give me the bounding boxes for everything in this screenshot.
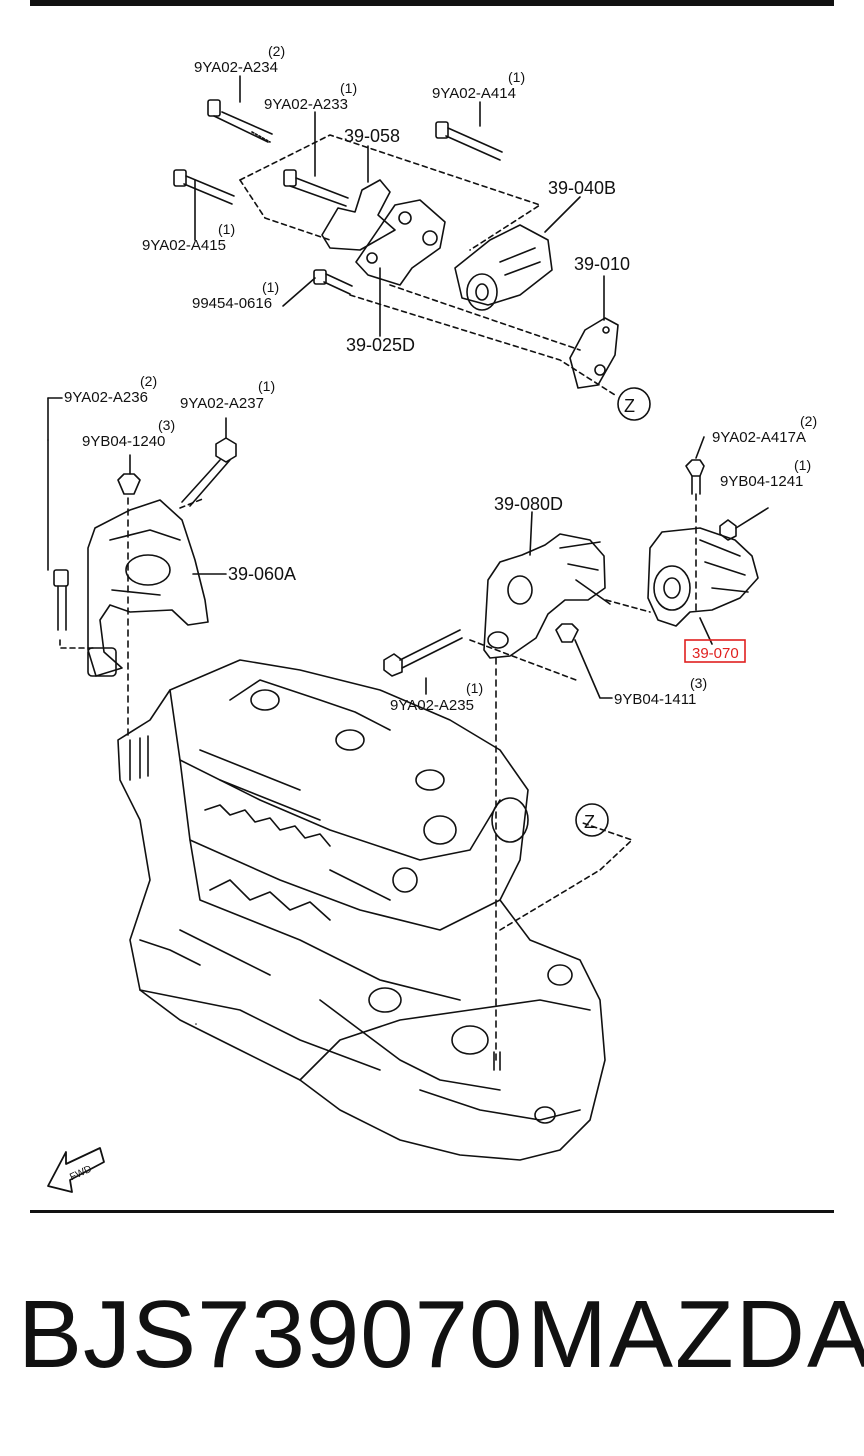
mount-39-070 [647, 527, 759, 627]
bolt-a417a [685, 459, 705, 495]
bolt-a415 [173, 169, 235, 205]
nut-99454-0616 [313, 269, 353, 295]
part-number: BJS739070 [18, 1281, 524, 1388]
nut-9yb04-1240 [117, 473, 141, 495]
qty-a237: (1) [258, 378, 275, 394]
qty-a417a: (2) [800, 413, 817, 429]
bracket-39-010 [569, 317, 619, 389]
brand-name: MAZDA [527, 1281, 864, 1388]
callout-39-080D: 39-080D [494, 494, 563, 514]
bolt-a235 [383, 629, 463, 677]
callout-a417a: 9YA02-A417A [712, 429, 806, 446]
qty-a234: (2) [268, 43, 285, 59]
callout-39-058: 39-058 [344, 126, 400, 146]
bolt-a233 [283, 169, 349, 207]
bolt-a236 [53, 569, 69, 631]
qty-b1411: (3) [690, 675, 707, 691]
forward-direction-arrow [47, 1147, 105, 1193]
callout-a233: 9YA02-A233 [264, 96, 348, 113]
z-reference-marker-2 [575, 803, 609, 837]
callout-39-040B: 39-040B [548, 178, 616, 198]
callout-b1240: 9YB04-1240 [82, 433, 165, 450]
callout-a234: 9YA02-A234 [194, 59, 278, 76]
z-marker-label-1: Z [624, 396, 635, 416]
nut-9yb04-1241 [719, 519, 737, 541]
callout-a236: 9YA02-A236 [64, 389, 148, 406]
bracket-39-058 [321, 179, 396, 251]
qty-a415: (1) [218, 221, 235, 237]
top-border [30, 0, 834, 6]
bolt-a414 [435, 121, 503, 161]
nut-9yb04-1411 [555, 623, 579, 643]
callout-a415: 9YA02-A415 [142, 237, 226, 254]
bottom-border [30, 1210, 834, 1213]
engine-assembly [117, 659, 606, 1161]
qty-b1240: (3) [158, 417, 175, 433]
callout-b1411: 9YB04-1411 [614, 691, 696, 708]
part-callouts: (2) 9YA02-A234 (1) 9YA02-A233 (1) 9YA02-… [64, 43, 817, 1183]
qty-b1241: (1) [794, 457, 811, 473]
callout-39-060A: 39-060A [228, 564, 296, 584]
callout-39-025D: 39-025D [346, 335, 415, 355]
callout-a237: 9YA02-A237 [180, 395, 264, 412]
bolt-a237 [181, 437, 237, 507]
callout-39-070: 39-070 [692, 645, 739, 662]
callout-a235: 9YA02-A235 [390, 697, 474, 714]
callout-b1241: 9YB04-1241 [720, 473, 803, 490]
qty-99454-0616: (1) [262, 279, 279, 295]
qty-a236: (2) [140, 373, 157, 389]
qty-a414: (1) [508, 69, 525, 85]
z-reference-marker-1 [617, 387, 651, 421]
highlight-box-39-070 [684, 639, 746, 663]
callout-a414: 9YA02-A414 [432, 85, 516, 102]
callout-99454-0616: 99454-0616 [192, 295, 272, 312]
bracket-39-025D [355, 199, 446, 286]
footer-caption: BJS739070 MAZDA [0, 1280, 864, 1400]
callout-39-010: 39-010 [574, 254, 630, 274]
mount-39-040B [454, 224, 553, 306]
qty-a233: (1) [340, 80, 357, 96]
bolt-a234 [207, 99, 273, 143]
qty-a235: (1) [466, 680, 483, 696]
z-marker-label-2: Z [584, 812, 595, 832]
bracket-39-080D [483, 533, 606, 659]
fwd-label: FWD [68, 1164, 93, 1184]
mount-39-060A [87, 499, 209, 677]
